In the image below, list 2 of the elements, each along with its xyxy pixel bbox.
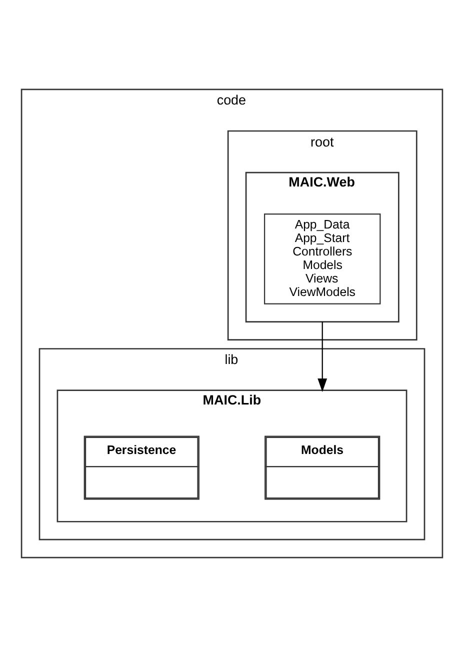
node-box: App_Data App_Start Controllers Models Views ViewModels	[264, 214, 381, 304]
arrow	[318, 322, 328, 392]
